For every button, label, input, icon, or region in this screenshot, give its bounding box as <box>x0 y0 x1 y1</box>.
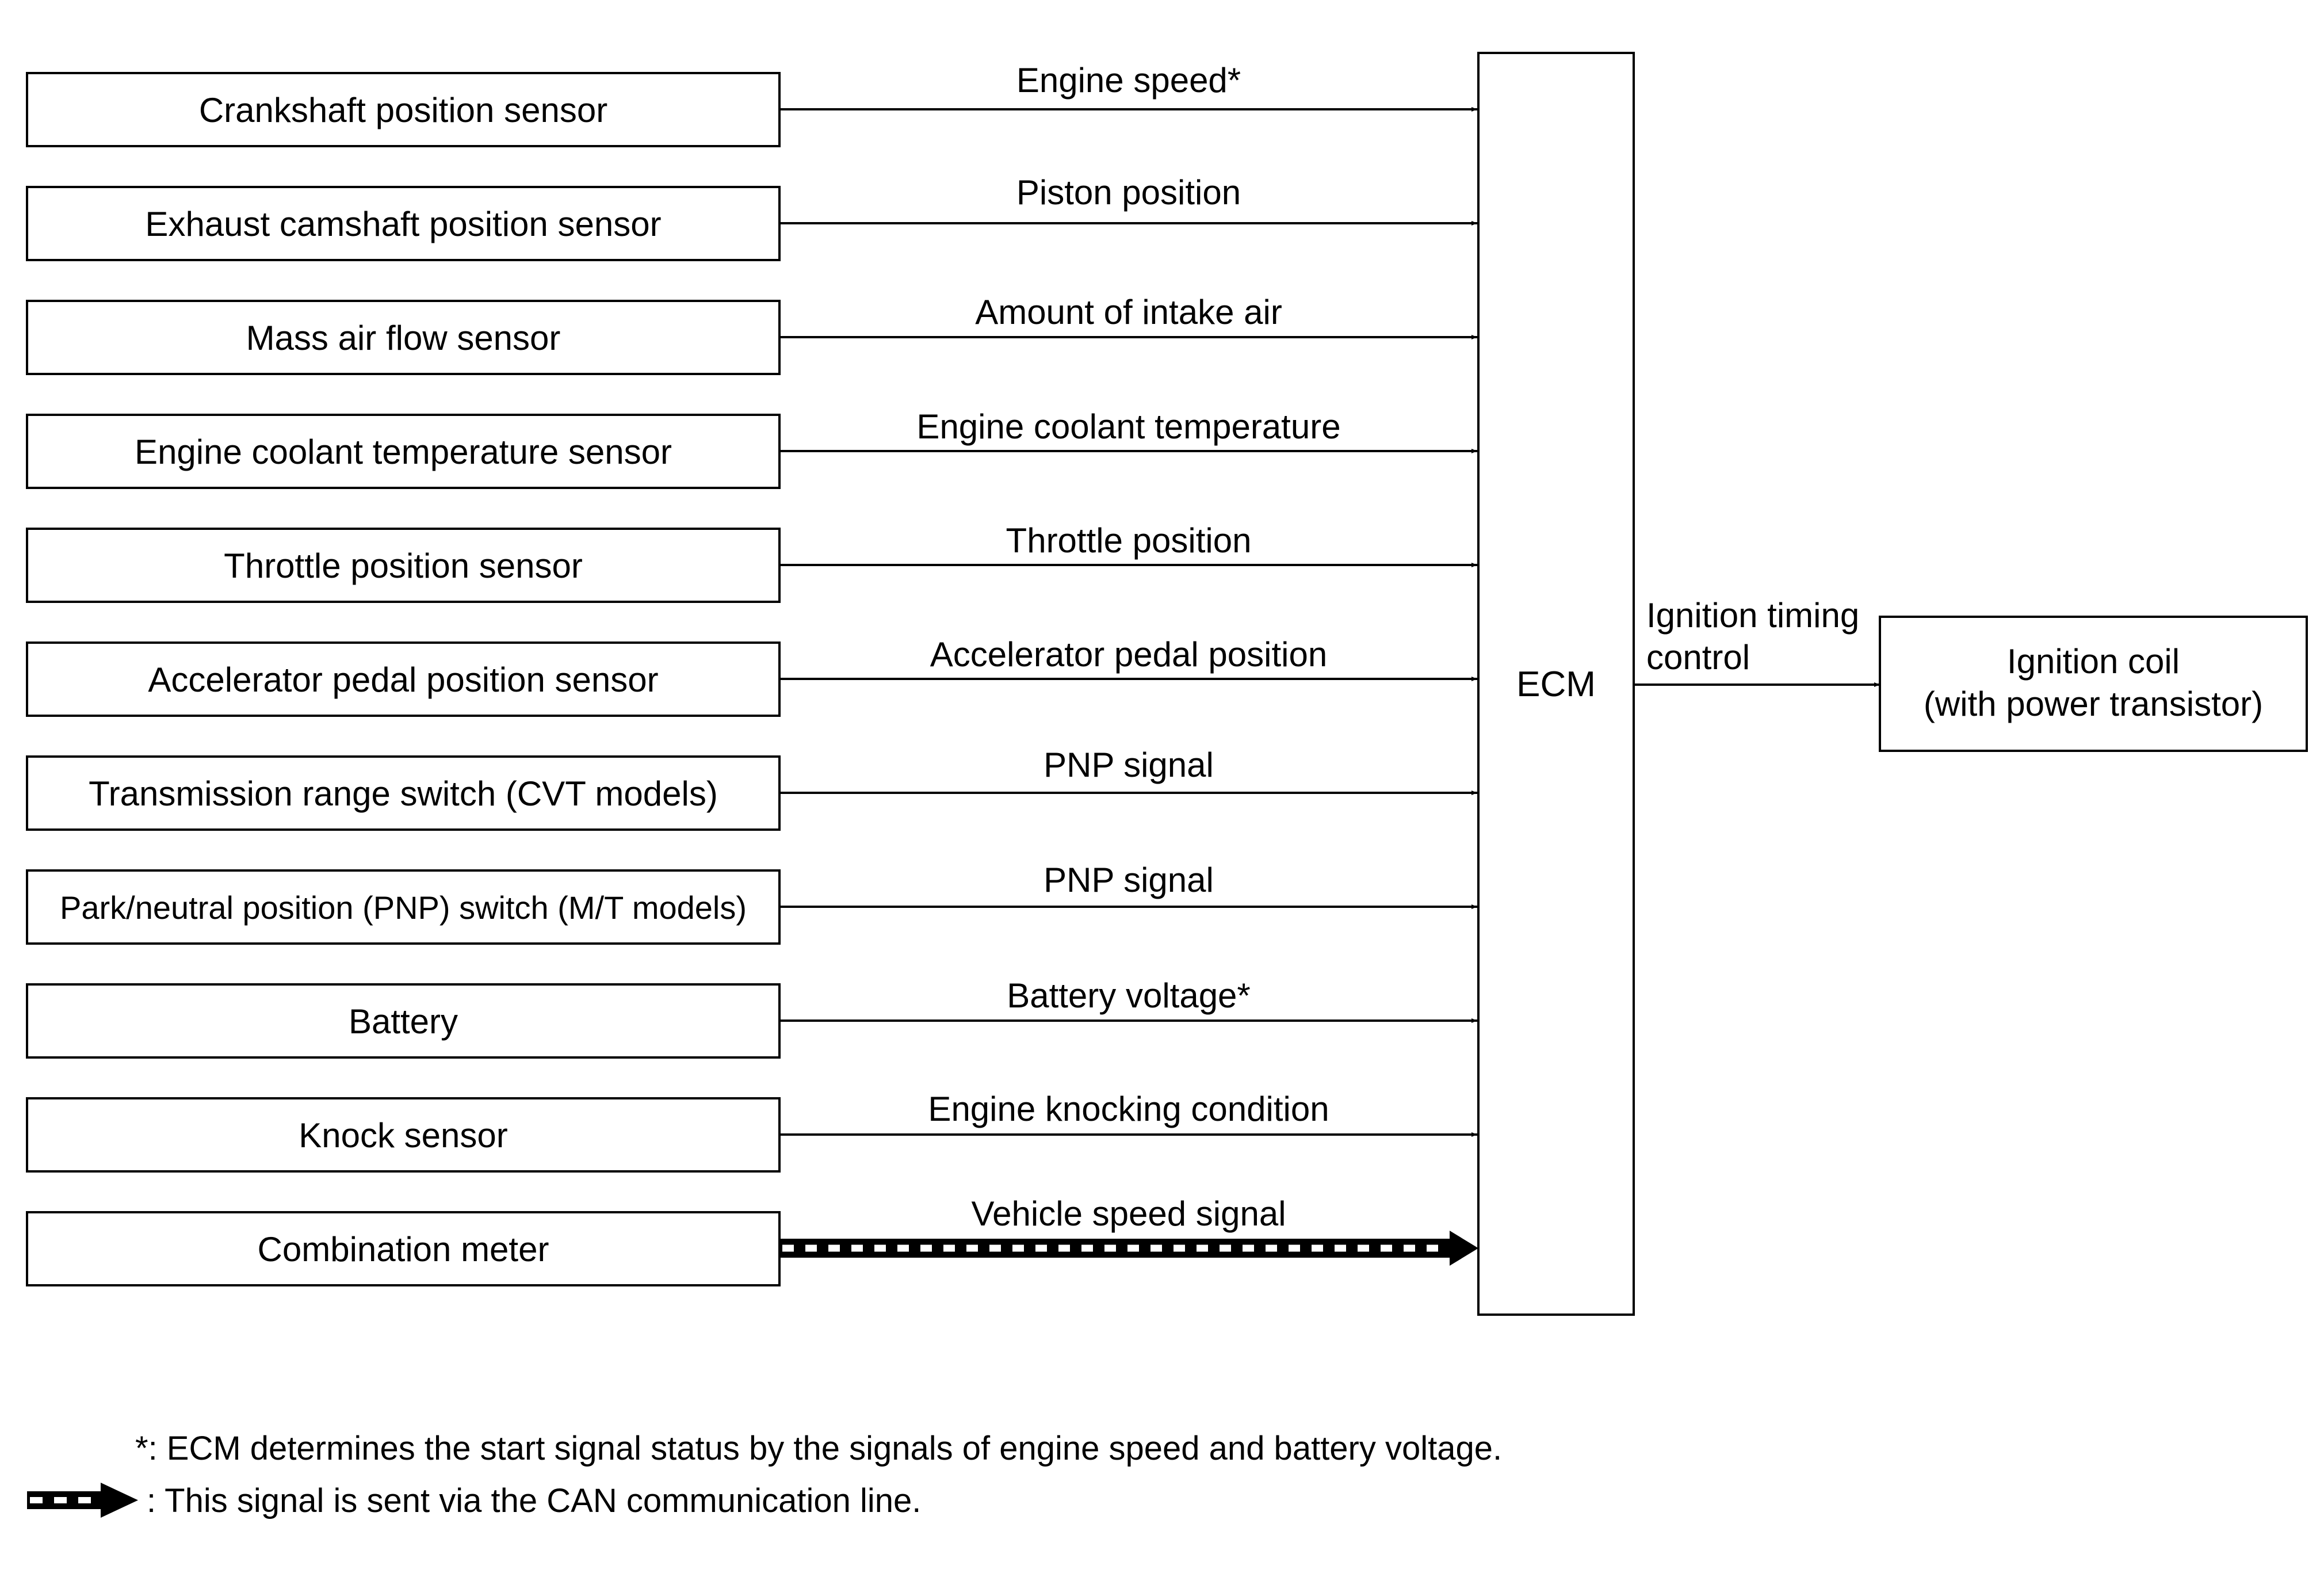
input-mass-air-flow-sensor: Mass air flow sensor <box>26 300 781 375</box>
ecm-block: ECM <box>1477 52 1635 1316</box>
can-signal-arrow <box>779 1231 1478 1266</box>
output-ignition: Ignition timing control Ignition coil (w… <box>1634 596 2308 752</box>
input-label: Knock sensor <box>299 1116 508 1155</box>
input-label: Park/neutral position (PNP) switch (M/T … <box>60 889 747 926</box>
signal-label: Battery voltage* <box>1007 976 1251 1015</box>
input-label: Exhaust camshaft position sensor <box>145 205 661 243</box>
signal-label: Engine coolant temperature <box>916 407 1340 446</box>
input-sensors: Crankshaft position sensor Exhaust camsh… <box>26 72 781 1286</box>
input-label: Crankshaft position sensor <box>199 91 607 129</box>
signal-label: PNP signal <box>1043 861 1214 899</box>
input-combination-meter: Combination meter <box>26 1211 781 1286</box>
input-label: Battery <box>349 1002 458 1041</box>
ignition-coil-label: Ignition coil <box>2007 642 2180 681</box>
input-label: Engine coolant temperature sensor <box>135 433 672 471</box>
signal-label: Engine knocking condition <box>928 1090 1329 1128</box>
input-engine-coolant-temperature-sensor: Engine coolant temperature sensor <box>26 414 781 489</box>
input-accelerator-pedal-position-sensor: Accelerator pedal position sensor <box>26 642 781 717</box>
signal-label: Engine speed* <box>1016 61 1241 100</box>
can-note: : This signal is sent via the CAN commun… <box>147 1482 921 1519</box>
input-label: Transmission range switch (CVT models) <box>89 774 718 813</box>
signal-label: Throttle position <box>1006 521 1252 560</box>
input-label: Combination meter <box>258 1230 549 1269</box>
input-crankshaft-position-sensor: Crankshaft position sensor <box>26 72 781 147</box>
asterisk-note: *: ECM determines the start signal statu… <box>135 1430 1502 1467</box>
ignition-coil-sublabel: (with power transistor) <box>1924 685 2263 723</box>
input-park-neutral-position-switch: Park/neutral position (PNP) switch (M/T … <box>26 869 781 945</box>
input-label: Mass air flow sensor <box>246 319 561 357</box>
input-knock-sensor: Knock sensor <box>26 1097 781 1173</box>
footnotes: *: ECM determines the start signal statu… <box>27 1430 1502 1519</box>
output-signal-line1: Ignition timing <box>1646 596 1859 635</box>
signal-arrows: Engine speed* Piston position Amount of … <box>779 61 1478 1266</box>
signal-label: Vehicle speed signal <box>971 1194 1286 1233</box>
can-legend-arrow-icon <box>27 1483 138 1518</box>
input-battery: Battery <box>26 983 781 1059</box>
ecm-label: ECM <box>1516 665 1596 704</box>
input-throttle-position-sensor: Throttle position sensor <box>26 528 781 603</box>
signal-label: Piston position <box>1016 173 1241 212</box>
input-transmission-range-switch: Transmission range switch (CVT models) <box>26 755 781 831</box>
input-label: Throttle position sensor <box>224 547 583 585</box>
input-exhaust-camshaft-position-sensor: Exhaust camshaft position sensor <box>26 186 781 261</box>
signal-label: Accelerator pedal position <box>930 635 1327 674</box>
input-label: Accelerator pedal position sensor <box>148 660 658 699</box>
signal-label: PNP signal <box>1043 746 1214 784</box>
signal-label: Amount of intake air <box>975 293 1282 331</box>
output-signal-line2: control <box>1646 638 1750 677</box>
